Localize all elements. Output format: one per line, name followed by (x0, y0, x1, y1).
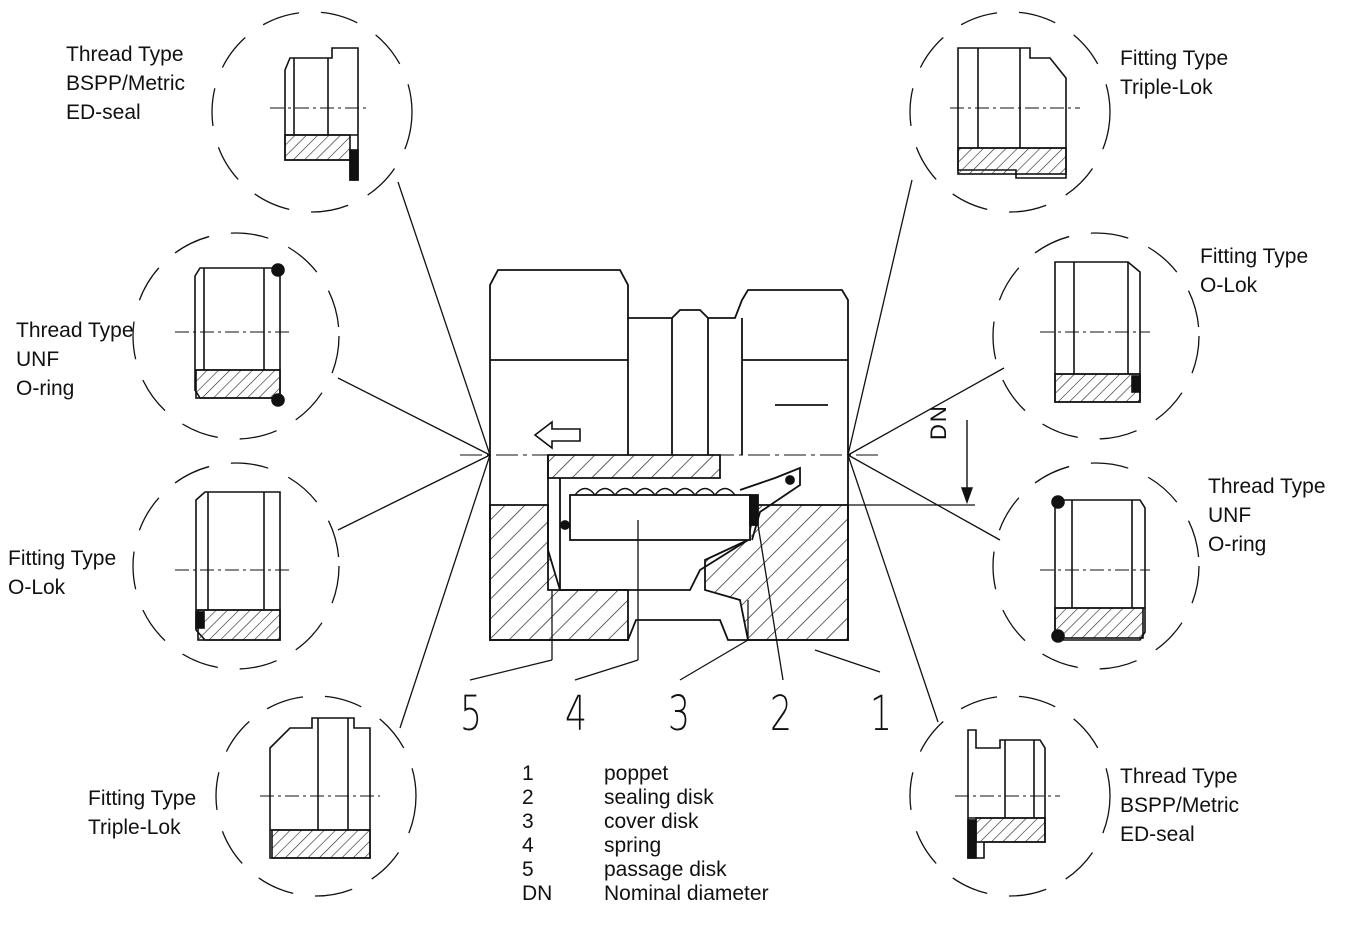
label-line: Fitting Type (8, 547, 117, 570)
label-line: BSPP/Metric (66, 72, 186, 95)
legend-row: 4 spring (522, 834, 769, 858)
part-number-3: 3 (668, 686, 690, 742)
label-top-right: Fitting Type Triple-Lok (1120, 44, 1228, 102)
legend-key: DN (522, 882, 553, 905)
detail-unf-oring-left (175, 263, 290, 407)
legend-row: 1 poppet (522, 762, 769, 786)
label-bottom-left: Fitting Type Triple-Lok (88, 784, 196, 842)
callout-leaders (469, 520, 881, 681)
label-bottom-right: Thread Type BSPP/Metric ED-seal (1120, 762, 1239, 849)
legend-row: 2 sealing disk (522, 786, 769, 810)
detail-circle-mid-left-1 (132, 232, 340, 440)
label-line: Fitting Type (88, 787, 197, 810)
label-line: Thread Type (66, 43, 184, 66)
part-number-4: 4 (565, 686, 587, 742)
detail-olok-left (175, 491, 290, 641)
part-number-1: 1 (870, 686, 892, 742)
legend-text: poppet (604, 762, 669, 785)
detail-circle-bottom-right (909, 695, 1111, 897)
legend-text: passage disk (604, 858, 727, 881)
label-line: Thread Type (16, 319, 134, 342)
detail-circle-mid-right-1 (992, 232, 1200, 440)
legend-key: 1 (522, 762, 534, 785)
detail-circle-mid-right-2 (992, 462, 1200, 670)
label-line: UNF (16, 348, 60, 371)
label-line: BSPP/Metric (1120, 794, 1240, 817)
legend-key: 3 (522, 810, 534, 833)
detail-triplelok-right (950, 47, 1080, 179)
detail-triplelok-left (260, 717, 380, 859)
legend-key: 4 (522, 834, 534, 857)
legend-text: Nominal diameter (604, 882, 769, 905)
label-line: O-Lok (1200, 274, 1258, 297)
leader-lines (337, 179, 1005, 729)
label-line: O-Lok (8, 576, 66, 599)
valve-body (460, 269, 975, 641)
label-line: Fitting Type (1120, 47, 1229, 70)
detail-circle-top-right (909, 11, 1111, 213)
label-line: Triple-Lok (1120, 76, 1213, 99)
dn-label: DN (926, 404, 951, 440)
label-line: Thread Type (1208, 475, 1326, 498)
label-line: Triple-Lok (88, 816, 181, 839)
part-number-2: 2 (770, 686, 792, 742)
label-line: UNF (1208, 504, 1252, 527)
detail-bspp-ed-seal-right (955, 729, 1060, 859)
label-line: Fitting Type (1200, 245, 1309, 268)
legend-key: 2 (522, 786, 534, 809)
detail-circle-top-left (211, 11, 413, 213)
detail-olok-right (1040, 261, 1150, 403)
detail-circle-mid-left-2 (132, 462, 340, 670)
label-mid-left-1: Thread Type UNF O-ring (16, 316, 134, 403)
label-mid-right-1: Fitting Type O-Lok (1200, 242, 1308, 300)
legend: 1 poppet 2 sealing disk 3 cover disk 4 sprin… (522, 762, 769, 906)
detail-circle-bottom-left (215, 695, 417, 897)
legend-text: cover disk (604, 810, 699, 833)
detail-unf-oring-right (1040, 495, 1150, 643)
legend-row: DN Nominal diameter (522, 882, 769, 906)
legend-row: 5 passage disk (522, 858, 769, 882)
label-line: ED-seal (66, 101, 141, 124)
label-mid-left-2: Fitting Type O-Lok (8, 544, 116, 602)
legend-text: sealing disk (604, 786, 714, 809)
part-number-5: 5 (460, 686, 482, 742)
detail-bspp-ed-seal-left (270, 47, 370, 181)
label-line: Thread Type (1120, 765, 1238, 788)
label-line: O-ring (1208, 533, 1267, 556)
legend-key: 5 (522, 858, 534, 881)
dn-dimension-arrow (961, 420, 973, 505)
legend-text: spring (604, 834, 662, 857)
legend-row: 3 cover disk (522, 810, 769, 834)
label-line: ED-seal (1120, 823, 1195, 846)
label-top-left: Thread Type BSPP/Metric ED-seal (66, 40, 185, 127)
label-mid-right-2: Thread Type UNF O-ring (1208, 472, 1326, 559)
label-line: O-ring (16, 377, 75, 400)
